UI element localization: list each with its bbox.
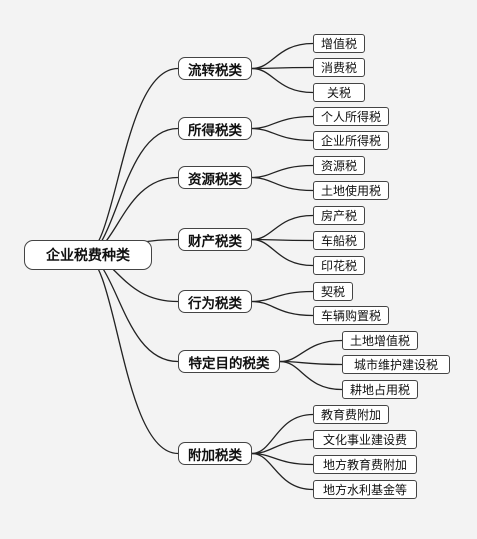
leaf-cultural-construction-fee[interactable]: 文化事业建设费 [313, 430, 417, 449]
leaf-personal-income-tax[interactable]: 个人所得税 [313, 107, 389, 126]
connector-category-4-leaf-1 [251, 300, 314, 317]
leaf-stamp-tax[interactable]: 印花税 [313, 256, 365, 275]
leaf-local-water-fund[interactable]: 地方水利基金等 [313, 480, 417, 499]
category-turnover-tax[interactable]: 流转税类 [178, 57, 252, 80]
connector-category-4-leaf-0 [251, 290, 314, 303]
leaf-property-tax[interactable]: 房产税 [313, 206, 365, 225]
connector-category-3-leaf-2 [251, 238, 314, 267]
connector-root-category-0 [84, 67, 179, 256]
category-surcharge-tax[interactable]: 附加税类 [178, 442, 252, 465]
leaf-local-education-surcharge[interactable]: 地方教育费附加 [313, 455, 417, 474]
root-node[interactable]: 企业税费种类 [24, 240, 152, 270]
leaf-corporate-income-tax[interactable]: 企业所得税 [313, 131, 389, 150]
connector-category-3-leaf-0 [251, 214, 314, 241]
leaf-urban-maintenance-tax[interactable]: 城市维护建设税 [342, 355, 450, 374]
leaf-vehicle-purchase-tax[interactable]: 车辆购置税 [313, 306, 389, 325]
connector-root-category-5 [84, 254, 179, 363]
connector-category-1-leaf-0 [251, 115, 314, 130]
category-behavior-tax[interactable]: 行为税类 [178, 290, 252, 313]
connector-category-2-leaf-1 [251, 176, 314, 192]
leaf-land-appreciation-tax[interactable]: 土地增值税 [342, 331, 418, 350]
connector-category-0-leaf-2 [251, 67, 314, 94]
connector-root-category-1 [84, 127, 179, 256]
leaf-land-use-tax[interactable]: 土地使用税 [313, 181, 389, 200]
connector-category-5-leaf-0 [279, 339, 343, 363]
leaf-farmland-occupation-tax[interactable]: 耕地占用税 [342, 380, 418, 399]
category-property-tax[interactable]: 财产税类 [178, 228, 252, 251]
leaf-vat[interactable]: 增值税 [313, 34, 365, 53]
connector-category-0-leaf-0 [251, 42, 314, 70]
connector-category-6-leaf-1 [251, 438, 314, 455]
connector-category-6-leaf-0 [251, 413, 314, 455]
category-income-tax[interactable]: 所得税类 [178, 117, 252, 140]
connector-category-0-leaf-1 [251, 66, 314, 70]
category-special-purpose-tax[interactable]: 特定目的税类 [178, 350, 280, 373]
leaf-vehicle-vessel-tax[interactable]: 车船税 [313, 231, 365, 250]
category-resource-tax[interactable]: 资源税类 [178, 166, 252, 189]
leaf-consumption-tax[interactable]: 消费税 [313, 58, 365, 77]
connector-category-1-leaf-1 [251, 127, 314, 142]
connector-category-5-leaf-2 [279, 360, 343, 391]
leaf-customs-duty[interactable]: 关税 [313, 83, 365, 102]
leaf-resource-tax[interactable]: 资源税 [313, 156, 365, 175]
connector-category-3-leaf-1 [251, 238, 314, 242]
connector-category-6-leaf-2 [251, 452, 314, 466]
connector-category-6-leaf-3 [251, 452, 314, 491]
leaf-education-surcharge[interactable]: 教育费附加 [313, 405, 389, 424]
leaf-deed-tax[interactable]: 契税 [313, 282, 353, 301]
connector-category-2-leaf-0 [251, 164, 314, 179]
connector-root-category-6 [84, 254, 179, 455]
